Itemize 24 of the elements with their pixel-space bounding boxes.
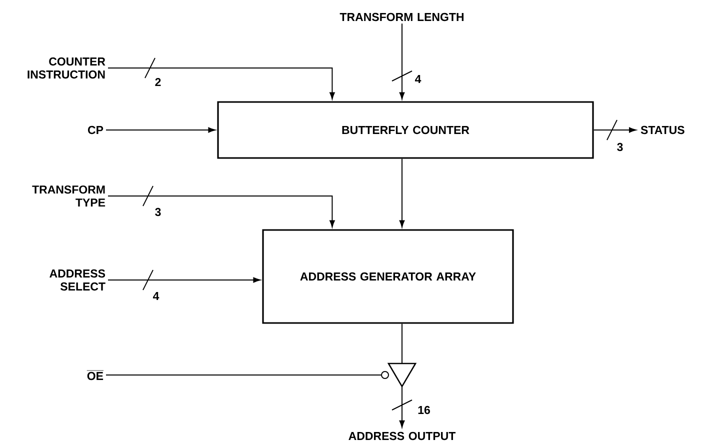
- arrow: [593, 127, 636, 133]
- bus-width-label: 2: [154, 77, 162, 88]
- arrow: [108, 68, 335, 100]
- signal-label: STATUS: [640, 126, 684, 134]
- arrow: [399, 386, 405, 428]
- arrow: [108, 196, 335, 228]
- signal-label: TRANSFORM LENGTH: [340, 12, 464, 22]
- block-box: BUTTERFLY COUNTER: [217, 101, 594, 159]
- bus-width-label: 3: [154, 206, 162, 218]
- arrow: [108, 277, 260, 283]
- arrow: [399, 23, 405, 100]
- bus-width-label: 4: [152, 291, 160, 301]
- signal-label: CP: [88, 126, 104, 134]
- signal-label: ADDRESS OUTPUT: [348, 432, 456, 440]
- signal-label: TRANSFORM TYPE: [32, 186, 106, 207]
- bus-width-label: 3: [616, 142, 624, 152]
- block-box: ADDRESS GENERATOR ARRAY: [262, 229, 514, 324]
- signal-label: ADDRESS SELECT: [50, 269, 106, 291]
- signal-label: COUNTER INSTRUCTION: [28, 57, 106, 79]
- bus-width-label: 16: [416, 404, 432, 416]
- arrow: [399, 158, 405, 228]
- arrow: [106, 127, 216, 133]
- bus-width-label: 4: [414, 74, 422, 84]
- signal-label: OE: [86, 370, 104, 380]
